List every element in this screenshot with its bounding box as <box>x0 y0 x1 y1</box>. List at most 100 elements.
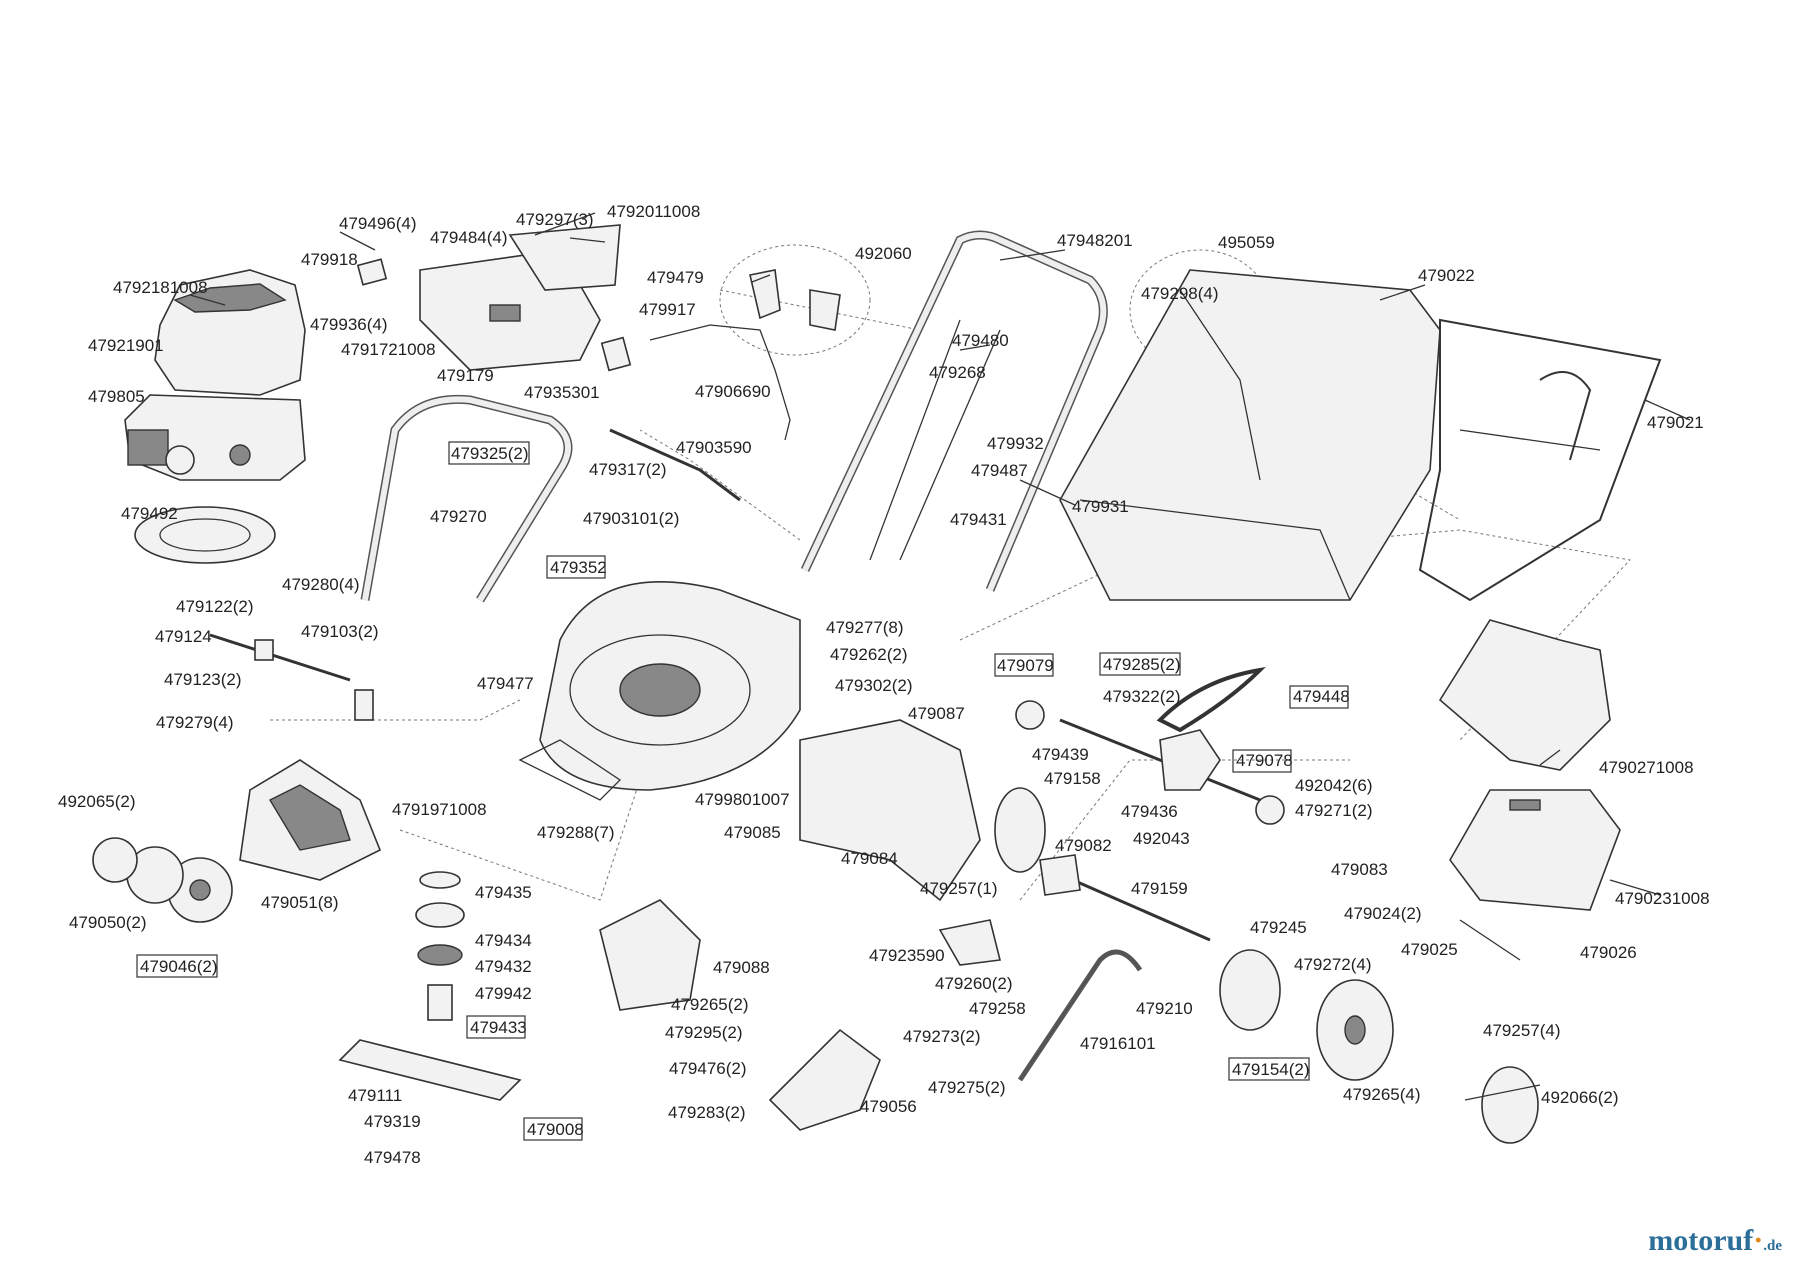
rear-axle-479159 <box>1039 854 1211 942</box>
fan-disc-479158 <box>994 787 1046 873</box>
label-479024-2: 479024(2) <box>1344 904 1422 923</box>
label-479265-2: 479265(2) <box>671 995 749 1014</box>
front-axle-assembly <box>209 633 374 721</box>
label-492065-2: 492065(2) <box>58 792 136 811</box>
label-47921901: 47921901 <box>88 336 164 355</box>
label-479273-2: 479273(2) <box>903 1027 981 1046</box>
label-479082: 479082 <box>1055 836 1112 855</box>
label-479026: 479026 <box>1580 943 1637 962</box>
label-479932: 479932 <box>987 434 1044 453</box>
watermark-tld: .de <box>1763 1238 1782 1254</box>
label-479448: 479448 <box>1293 687 1350 706</box>
label-479434: 479434 <box>475 931 532 950</box>
label-479496-4: 479496(4) <box>339 214 417 233</box>
label-479245: 479245 <box>1250 918 1307 937</box>
label-479288-7: 479288(7) <box>537 823 615 842</box>
label-479257-1: 479257(1) <box>920 879 998 898</box>
label-479297-3: 479297(3) <box>516 210 594 229</box>
side-discharge-chute <box>768 1028 881 1131</box>
label-479258: 479258 <box>969 999 1026 1018</box>
label-492066-2: 492066(2) <box>1541 1088 1619 1107</box>
label-479435: 479435 <box>475 883 532 902</box>
lower-handle <box>360 394 573 603</box>
label-47935301: 47935301 <box>524 383 600 402</box>
label-47916101: 47916101 <box>1080 1034 1156 1053</box>
label-479270: 479270 <box>430 507 487 526</box>
label-479479: 479479 <box>647 268 704 287</box>
label-479271-2: 479271(2) <box>1295 801 1373 820</box>
label-479079: 479079 <box>997 656 1054 675</box>
label-47903590: 47903590 <box>676 438 752 457</box>
label-479478: 479478 <box>364 1148 421 1167</box>
part-labels: 4792181008 47921901 479805 479492 479496… <box>58 202 1710 1167</box>
label-479484-4: 479484(4) <box>430 228 508 247</box>
label-479487: 479487 <box>971 461 1028 480</box>
label-479322-2: 479322(2) <box>1103 687 1181 706</box>
label-479046-2: 479046(2) <box>140 957 218 976</box>
label-479008: 479008 <box>527 1120 584 1139</box>
label-479492: 479492 <box>121 504 178 523</box>
label-4791721008: 4791721008 <box>341 340 436 359</box>
label-495059: 495059 <box>1218 233 1275 252</box>
motoruf-watermark: motoruf·.de <box>1648 1224 1782 1258</box>
leader-lines <box>189 212 1691 1101</box>
label-479436: 479436 <box>1121 802 1178 821</box>
label-479280-4: 479280(4) <box>282 575 360 594</box>
label-479078: 479078 <box>1236 751 1293 770</box>
label-479179: 479179 <box>437 366 494 385</box>
label-479022: 479022 <box>1418 266 1475 285</box>
grass-bag-rear-cover <box>1449 789 1621 911</box>
label-479279-4: 479279(4) <box>156 713 234 732</box>
handle-rod <box>609 428 741 502</box>
label-479352: 479352 <box>550 558 607 577</box>
rear-wheel <box>1219 949 1539 1144</box>
label-479085: 479085 <box>724 823 781 842</box>
label-4790271008: 4790271008 <box>1599 758 1694 777</box>
label-479124: 479124 <box>155 627 212 646</box>
label-479275-2: 479275(2) <box>928 1078 1006 1097</box>
label-479122-2: 479122(2) <box>176 597 254 616</box>
label-479262-2: 479262(2) <box>830 645 908 664</box>
label-492042-6: 492042(6) <box>1295 776 1373 795</box>
label-479277-8: 479277(8) <box>826 618 904 637</box>
mower-deck <box>518 581 801 801</box>
label-479317-2: 479317(2) <box>589 460 667 479</box>
label-479805: 479805 <box>88 387 145 406</box>
grass-bag-top-cover <box>1438 619 1611 771</box>
blade <box>338 1039 522 1101</box>
label-479433: 479433 <box>470 1018 527 1037</box>
label-479298-4: 479298(4) <box>1141 284 1219 303</box>
label-479083: 479083 <box>1331 860 1388 879</box>
label-492060: 492060 <box>855 244 912 263</box>
label-479480: 479480 <box>952 331 1009 350</box>
label-479084: 479084 <box>841 849 898 868</box>
label-479476-2: 479476(2) <box>669 1059 747 1078</box>
label-479265-4: 479265(4) <box>1343 1085 1421 1104</box>
drive-axle <box>1015 700 1285 825</box>
label-479050-2: 479050(2) <box>69 913 147 932</box>
label-479025: 479025 <box>1401 940 1458 959</box>
lever-assembly-492060 <box>649 244 871 441</box>
label-479260-2: 479260(2) <box>935 974 1013 993</box>
label-479021: 479021 <box>1647 413 1704 432</box>
label-479936-4: 479936(4) <box>310 315 388 334</box>
label-479103-2: 479103(2) <box>301 622 379 641</box>
label-479257-4: 479257(4) <box>1483 1021 1561 1040</box>
engine-assembly <box>124 269 306 481</box>
label-492043: 492043 <box>1133 829 1190 848</box>
label-479295-2: 479295(2) <box>665 1023 743 1042</box>
label-47948201: 47948201 <box>1057 231 1133 250</box>
label-479158: 479158 <box>1044 769 1101 788</box>
label-479439: 479439 <box>1032 745 1089 764</box>
upper-handle <box>800 230 1108 592</box>
label-479111: 479111 <box>348 1086 402 1105</box>
label-4792011008: 4792011008 <box>607 202 700 221</box>
front-wheel <box>92 837 233 923</box>
label-479123-2: 479123(2) <box>164 670 242 689</box>
drive-belt <box>1156 666 1266 733</box>
label-479268: 479268 <box>929 363 986 382</box>
label-479087: 479087 <box>908 704 965 723</box>
mulching-plug <box>599 899 701 1011</box>
label-479942: 479942 <box>475 984 532 1003</box>
